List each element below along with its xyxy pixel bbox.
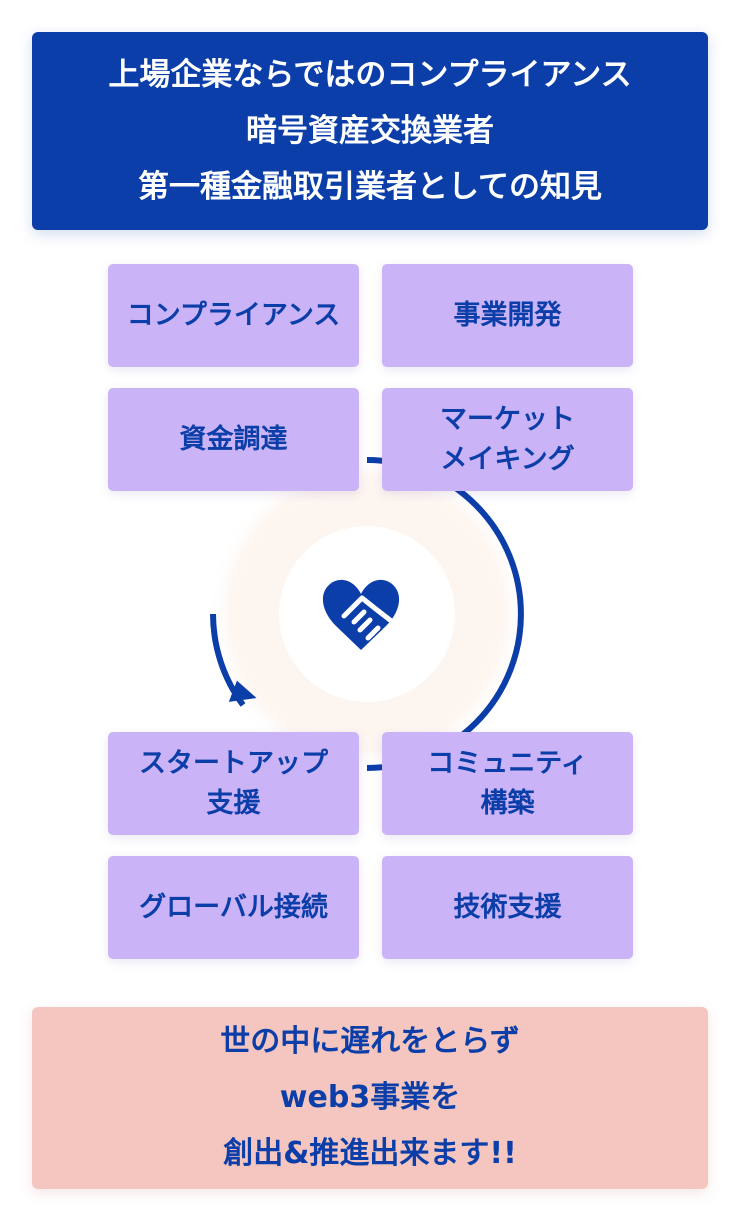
service-card-label: 資金調達 <box>179 423 288 455</box>
service-card-compliance: コンプライアンス <box>108 264 359 367</box>
footer-line-3: 創出&推進出来ます!! <box>223 1136 517 1171</box>
service-card-label: コンプライアンス <box>126 299 341 331</box>
header-banner: 上場企業ならではのコンプライアンス 暗号資産交換業者 第一種金融取引業者としての… <box>32 32 708 230</box>
service-card-label-line-2: 構築 <box>480 787 535 819</box>
header-line-2: 暗号資産交換業者 <box>246 113 494 149</box>
service-card-label: 事業開発 <box>453 299 562 331</box>
service-card-business-development: 事業開発 <box>382 264 633 367</box>
service-card-label: グローバル接続 <box>139 891 328 923</box>
cycle-arrowhead <box>228 680 257 702</box>
service-card-fundraising: 資金調達 <box>108 388 359 491</box>
service-card-label-line-1: コミュニティ <box>427 747 588 779</box>
service-card-startup-support: スタートアップ 支援 <box>108 732 359 835</box>
service-card-label-line-1: スタートアップ <box>139 747 328 779</box>
service-card-label-line-1: マーケット <box>440 403 575 435</box>
service-card-community-building: コミュニティ 構築 <box>382 732 633 835</box>
service-card-label: 技術支援 <box>453 891 562 923</box>
header-line-3: 第一種金融取引業者としての知見 <box>137 169 603 205</box>
service-card-global-connection: グローバル接続 <box>108 856 359 959</box>
footer-line-1: 世の中に遅れをとらず <box>220 1024 520 1059</box>
service-card-market-making: マーケット メイキング <box>382 388 633 491</box>
service-card-label-line-2: 支援 <box>206 787 261 819</box>
service-card-label-line-2: メイキング <box>440 443 575 475</box>
heart-handshake-icon <box>322 579 400 650</box>
header-line-1: 上場企業ならではのコンプライアンス <box>108 57 632 93</box>
footer-line-2: web3事業を <box>279 1080 461 1115</box>
footer-banner: 世の中に遅れをとらず web3事業を 創出&推進出来ます!! <box>32 1007 708 1189</box>
service-card-technical-support: 技術支援 <box>382 856 633 959</box>
